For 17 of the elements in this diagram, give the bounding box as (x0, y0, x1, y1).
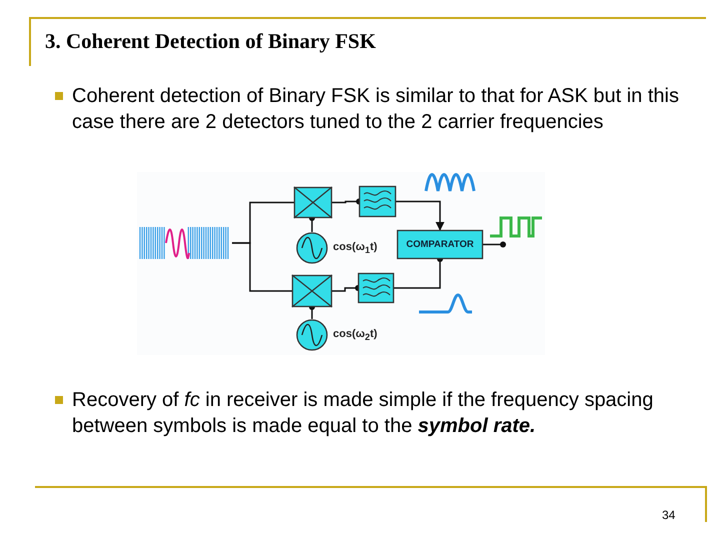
connector-line (483, 242, 506, 248)
oscillator-circle (296, 319, 328, 351)
formula-label: cos(ω$_{1}$t) (333, 241, 378, 256)
mixer-box (292, 275, 332, 307)
slide-title: 3. Coherent Detection of Binary FSK (45, 29, 376, 54)
page-number: 34 (662, 508, 676, 522)
process-box (397, 230, 483, 259)
arrow (396, 200, 444, 231)
bullet-text: Recovery of fc in receiver is made simple if the frequency spacing between symbols is made equal to the symbol rate. (72, 388, 654, 439)
bullet-text: Coherent detection of Binary FSK is similar to that for ASK but in this case there are 2 detectors tuned to the 2 carrier frequencies (72, 84, 680, 135)
box-label: COMPARATOR (406, 239, 474, 250)
mixer-box (294, 187, 332, 218)
oscillator-circle (296, 232, 328, 264)
connector-line (232, 242, 292, 292)
filter-box (359, 186, 396, 217)
formula-label: cos(ω$_{2}$t) (333, 328, 378, 342)
filter-box (358, 273, 394, 303)
